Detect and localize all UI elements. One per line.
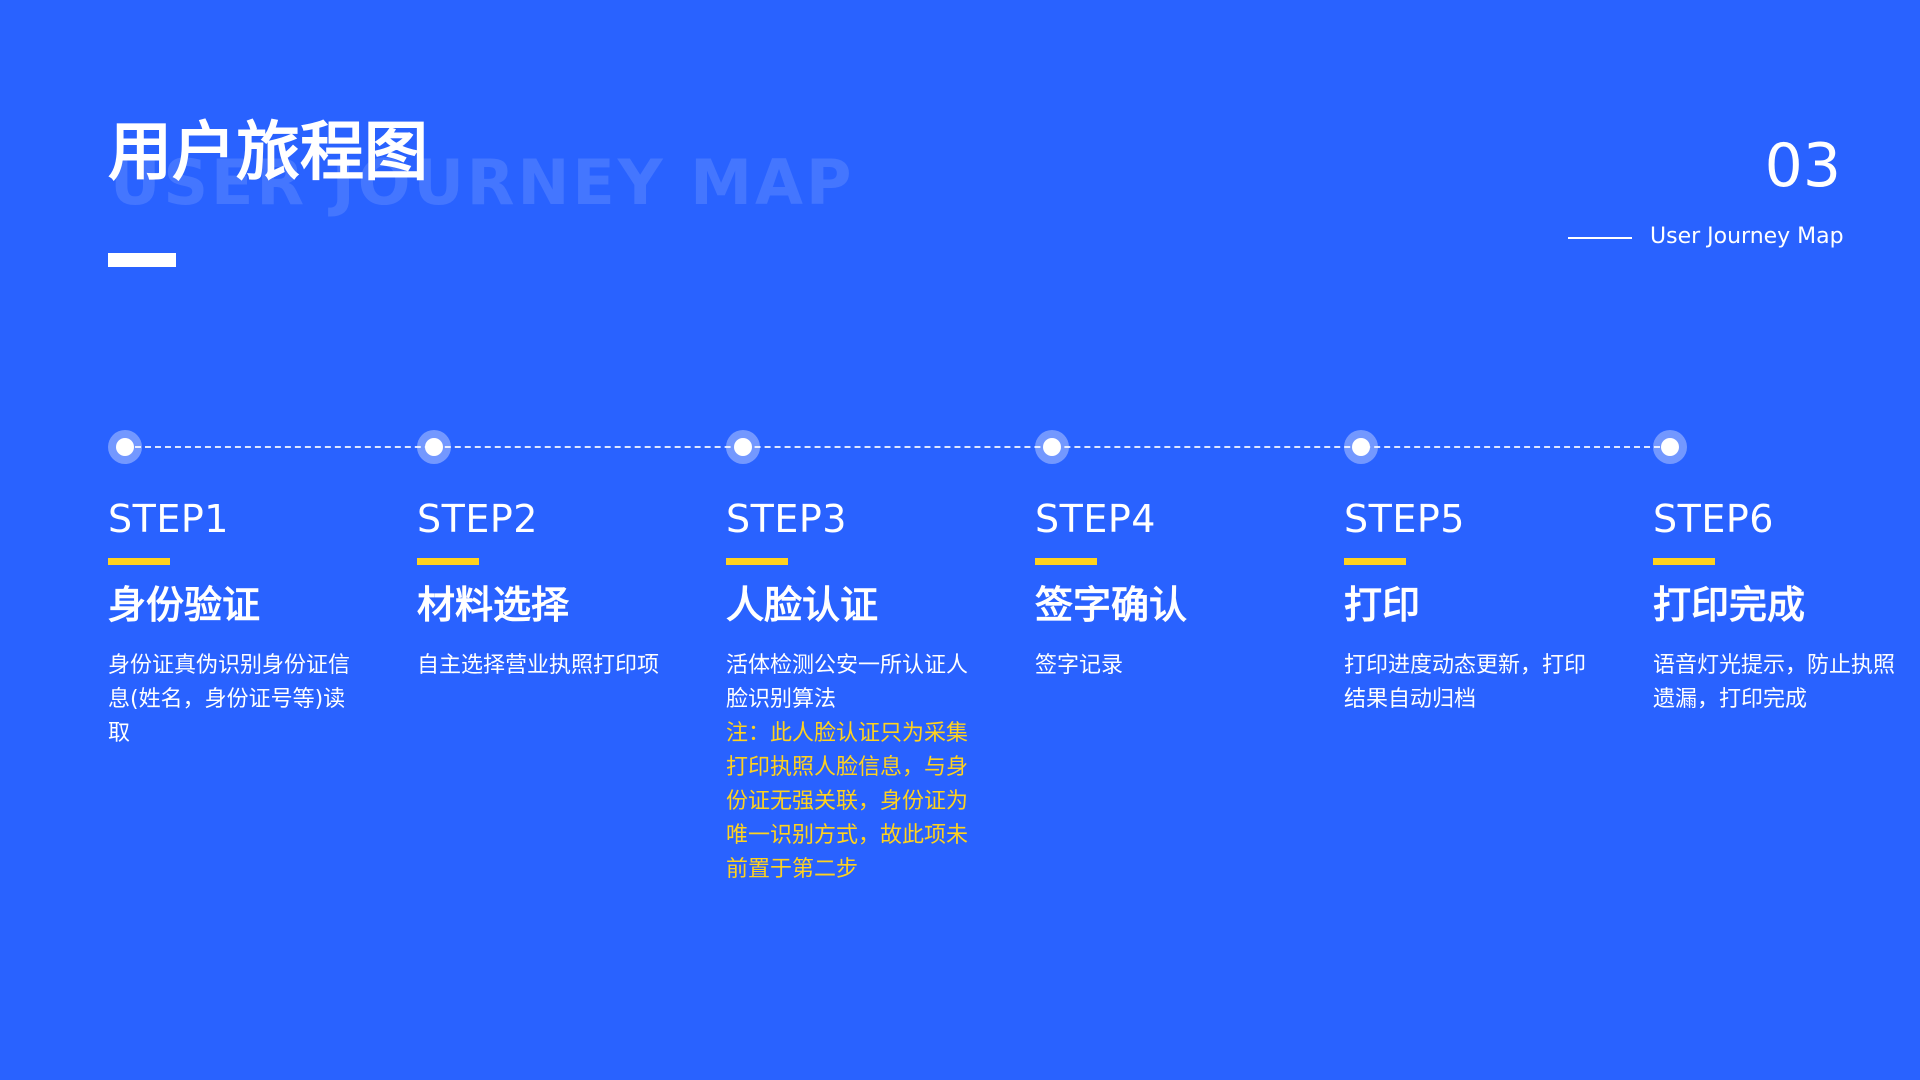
step-description: 签字记录: [1035, 652, 1124, 678]
step-card-3: STEP3 人脸认证 活体检测公安一所认证人脸识别算法 注：此人脸认证只为采集打…: [726, 500, 976, 887]
step-label: STEP5: [1344, 497, 1465, 541]
step-label: STEP1: [108, 497, 229, 541]
step-accent-bar: [1344, 558, 1406, 565]
step-description: 身份证真伪识别身份证信息(姓名，身份证号等)读取: [108, 652, 351, 746]
step-label: STEP4: [1035, 497, 1156, 541]
timeline-dot-6: [1653, 430, 1687, 464]
timeline-dot-5: [1344, 430, 1378, 464]
title-underline-bar: [108, 253, 176, 267]
step-accent-bar: [417, 558, 479, 565]
step-label: STEP2: [417, 497, 538, 541]
subtitle-divider: [1568, 237, 1632, 239]
step-card-1: STEP1 身份验证 身份证真伪识别身份证信息(姓名，身份证号等)读取: [108, 500, 358, 751]
page-subtitle: User Journey Map: [1650, 224, 1844, 249]
page-title: 用户旅程图: [108, 116, 428, 190]
step-title: 身份验证: [108, 583, 261, 627]
step-title: 材料选择: [417, 583, 570, 627]
step-title: 打印: [1344, 583, 1421, 627]
page-number: 03: [1764, 131, 1841, 201]
step-accent-bar: [726, 558, 788, 565]
step-title: 打印完成: [1653, 583, 1806, 627]
step-label: STEP3: [726, 497, 847, 541]
step-note: 注：此人脸认证只为采集打印执照人脸信息，与身份证无强关联，身份证为唯一识别方式，…: [726, 720, 969, 882]
step-description: 打印进度动态更新，打印结果自动归档: [1344, 652, 1587, 712]
step-accent-bar: [1653, 558, 1715, 565]
background-watermark-title: USER JOURNEY MAP: [110, 146, 855, 219]
step-title: 人脸认证: [726, 583, 879, 627]
step-card-5: STEP5 打印 打印进度动态更新，打印结果自动归档: [1344, 500, 1594, 717]
step-label: STEP6: [1653, 497, 1774, 541]
timeline-dashed-line: [125, 446, 1670, 448]
step-title: 签字确认: [1035, 583, 1188, 627]
step-description: 活体检测公安一所认证人脸识别算法: [726, 652, 969, 712]
timeline-dot-1: [108, 430, 142, 464]
step-accent-bar: [1035, 558, 1097, 565]
timeline-dot-2: [417, 430, 451, 464]
step-card-6: STEP6 打印完成 语音灯光提示，防止执照遗漏，打印完成: [1653, 500, 1903, 717]
timeline-dot-3: [726, 430, 760, 464]
step-card-4: STEP4 签字确认 签字记录: [1035, 500, 1285, 683]
timeline-dot-4: [1035, 430, 1069, 464]
step-accent-bar: [108, 558, 170, 565]
step-description: 自主选择营业执照打印项: [417, 652, 660, 678]
step-description: 语音灯光提示，防止执照遗漏，打印完成: [1653, 652, 1896, 712]
step-card-2: STEP2 材料选择 自主选择营业执照打印项: [417, 500, 667, 683]
